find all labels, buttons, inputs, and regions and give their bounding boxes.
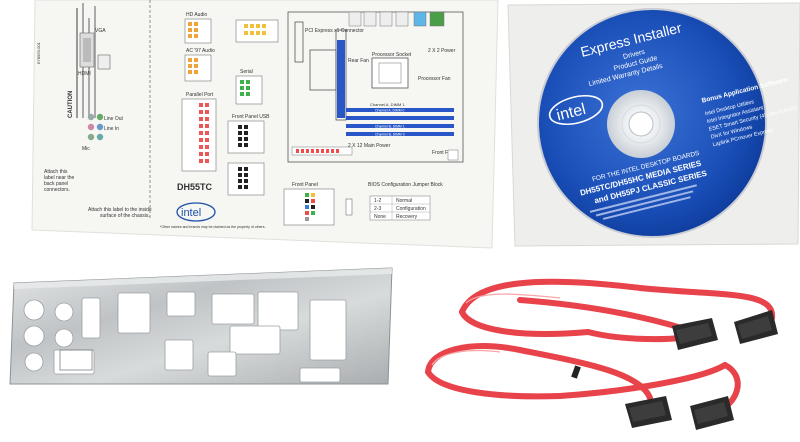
- svg-text:Channel A, DIMM 1: Channel A, DIMM 1: [370, 102, 405, 107]
- label-hdmi: HDMI: [78, 71, 91, 77]
- attach-label-back: Attach this: [44, 169, 68, 175]
- svg-text:surface of the chassis.: surface of the chassis.: [100, 213, 150, 219]
- svg-text:Normal: Normal: [396, 198, 412, 204]
- processor-label: Processor Socket: [372, 52, 412, 58]
- power-label: 2 X 12 Main Power: [348, 143, 391, 149]
- svg-text:back panel: back panel: [44, 181, 68, 187]
- sata-cables: [425, 278, 778, 430]
- label-line-in: Line In: [104, 126, 119, 132]
- svg-text:Channel A, DIMM 0: Channel A, DIMM 0: [375, 108, 405, 112]
- main-power-block: 2 X 12 Main Power Front Fan: [291, 143, 459, 161]
- front-fan-label: Front Fan: [432, 150, 454, 156]
- svg-text:Channel B, DIMM 0: Channel B, DIMM 0: [375, 132, 405, 136]
- svg-text:E78959-001: E78959-001: [36, 41, 41, 64]
- svg-text:*Other names and brands may be: *Other names and brands may be claimed a…: [160, 225, 265, 229]
- pcie-slot: [337, 40, 345, 118]
- processor-socket: Processor Socket Rear Fan Processor Fan …: [348, 48, 456, 89]
- svg-text:1-2: 1-2: [374, 198, 381, 204]
- sata-connector: [734, 310, 778, 344]
- label-vga: VGA: [95, 28, 106, 34]
- label-mic: Mic: [82, 146, 90, 152]
- bios-label: BIOS Configuration Jumper Block: [368, 182, 443, 188]
- svg-text:connectors.: connectors.: [44, 187, 70, 193]
- sata-connector: [625, 396, 672, 428]
- parallel-label: Parallel Port: [186, 92, 214, 98]
- parallel-port-block: Parallel Port: [181, 92, 217, 172]
- rear-fan-label: Rear Fan: [348, 58, 369, 64]
- cd-disc: Express Installer Drivers Product Guide …: [537, 8, 798, 238]
- attach-label-chassis: Attach this label to the inside: [88, 207, 152, 213]
- pcie-label: PCI Express x1 Connector: [305, 28, 364, 34]
- audio-headers: HD Audio AC '97 Audio: [184, 12, 215, 82]
- svg-text:label near the: label near the: [44, 175, 75, 181]
- svg-text:intel: intel: [555, 101, 588, 125]
- label-line-out: Line Out: [104, 116, 124, 122]
- processor-fan-label: Processor Fan: [418, 76, 451, 82]
- svg-text:2 X 2 Power: 2 X 2 Power: [428, 48, 456, 54]
- svg-text:intel: intel: [181, 207, 201, 219]
- svg-text:2-3: 2-3: [374, 206, 381, 212]
- dimm-slots: Channel A, DIMM 1 Channel A, DIMM 0 Chan…: [346, 102, 454, 136]
- rear-io-strip: [348, 11, 445, 27]
- front-panel-label: Front Panel: [292, 182, 318, 188]
- io-shield: [9, 267, 393, 385]
- svg-text:Configuration: Configuration: [396, 206, 426, 212]
- sata-connector: [690, 396, 734, 430]
- bios-config-table: BIOS Configuration Jumper Block 1-2 Norm…: [345, 182, 443, 221]
- intel-logo-sheet: intel: [176, 202, 216, 222]
- board-name: DH55TC: [177, 182, 213, 192]
- caution-title: CAUTION: [68, 91, 74, 118]
- svg-text:Channel B, DIMM 1: Channel B, DIMM 1: [375, 124, 405, 128]
- front-panel-header: Front Panel: [283, 182, 335, 226]
- manual-sheet: CAUTION E78959-001 Line Out Line In Mic …: [31, 0, 499, 249]
- serial-block: Serial Front Panel USB: [227, 69, 270, 196]
- serial-label: Serial: [240, 69, 253, 75]
- fp-usb-label: Front Panel USB: [232, 114, 270, 120]
- sata-connector: [672, 318, 718, 350]
- hd-audio-label: HD Audio: [186, 12, 207, 18]
- back-panel-diagram: Line Out Line In Mic VGA HDMI: [78, 28, 124, 152]
- svg-text:None: None: [374, 214, 386, 220]
- ac97-label: AC '97 Audio: [186, 48, 215, 54]
- front-audio-block: [235, 19, 279, 43]
- intel-logo-cd: intel: [548, 94, 604, 126]
- svg-text:Recovery: Recovery: [396, 214, 418, 220]
